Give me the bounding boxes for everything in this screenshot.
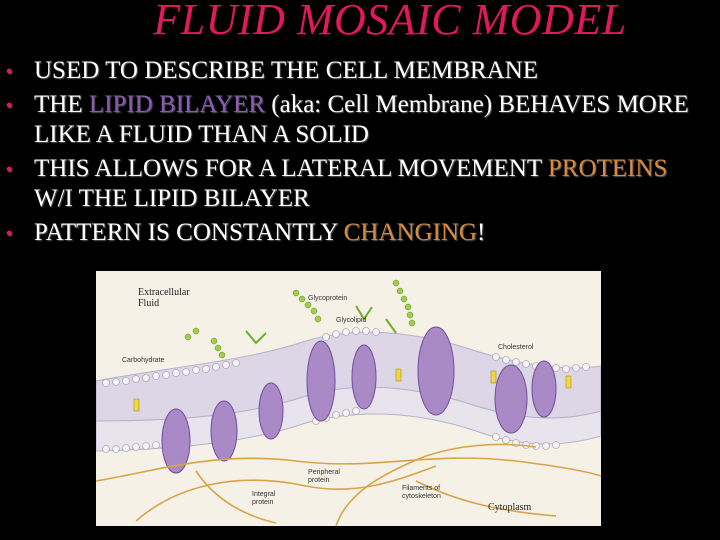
bullet-dot-icon: • [6, 223, 13, 243]
bullet-3-text-a: THIS ALLOWS FOR A LATERAL MOVEMENT [34, 155, 548, 182]
bullet-dot-icon: • [6, 61, 13, 81]
bullet-list: • USED TO DESCRIBE THE CELL MEMBRANE • THE… [6, 56, 712, 252]
bullet-1-text: USED TO DESCRIBE THE CELL MEMBRANE [34, 57, 538, 84]
label-glycoprotein: Glycoprotein [308, 295, 348, 302]
bullet-dot-icon: • [6, 159, 13, 179]
bullet-4-text-a: PATTERN IS CONSTANTLY [34, 219, 344, 246]
lipid-bilayer-highlight: LIPID BILAYER [88, 91, 266, 118]
bullet-1: • USED TO DESCRIBE THE CELL MEMBRANE [6, 56, 712, 86]
membrane-illustration [96, 279, 601, 526]
bullet-4-text-b: ! [476, 219, 486, 246]
bullet-dot-icon: • [6, 95, 13, 115]
label-carbohydrate: Carbohydrate [122, 357, 165, 364]
label-cholesterol: Cholesterol [498, 344, 534, 351]
integral-proteins [161, 326, 557, 474]
label-filaments: Filaments of cytoskeleton [402, 485, 441, 500]
bullet-2-text-b: (aka: Cell Membrane) BEHAVES MORE LIKE A… [34, 91, 689, 148]
membrane-diagram: Extracellular Fluid Glycoprotein Glycoli… [96, 271, 601, 526]
proteins-highlight: PROTEINS [547, 155, 668, 182]
bullet-2: • THE LIPID BILAYER (aka: Cell Membrane) … [6, 90, 712, 150]
cytoskeleton-filaments [96, 443, 601, 526]
glycolipid-chains [245, 305, 397, 345]
label-glycolipid: Glycolipid [336, 317, 367, 324]
bullet-3: • THIS ALLOWS FOR A LATERAL MOVEMENT PROT… [6, 154, 712, 214]
label-extracellular: Extracellular Fluid [138, 287, 190, 309]
changing-highlight: CHANGING [343, 219, 477, 246]
bullet-2-text-a: THE [34, 91, 89, 118]
label-integral: Integral protein [252, 491, 276, 506]
cholesterol-molecules [133, 368, 572, 412]
bullet-3-text-b: W/I THE LIPID BILAYER [34, 185, 310, 212]
label-peripheral: Peripheral protein [308, 469, 340, 484]
slide-title: FLUID MOSAIC MODEL [153, 0, 627, 44]
bullet-4: • PATTERN IS CONSTANTLY CHANGING! [6, 218, 712, 248]
carbohydrate-chains [184, 279, 416, 359]
label-cytoplasm: Cytoplasm [488, 502, 532, 513]
